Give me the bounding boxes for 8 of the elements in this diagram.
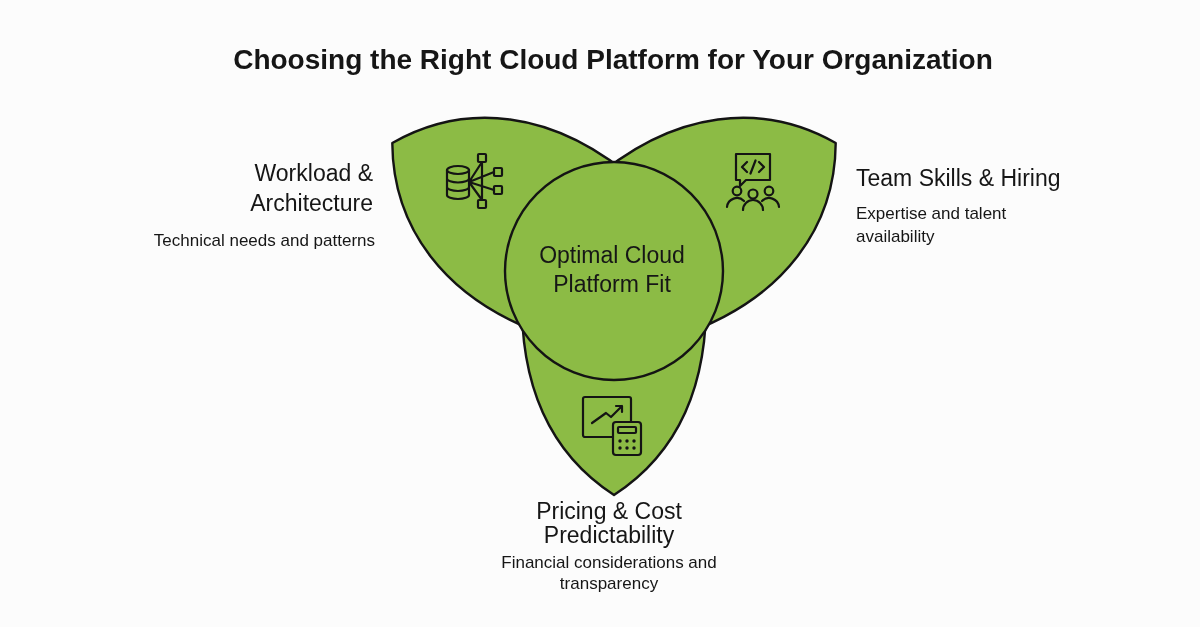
center-label: Optimal Cloud Platform Fit xyxy=(538,241,686,299)
factor-heading: Team Skills & Hiring xyxy=(856,164,1061,193)
title: Choosing the Right Cloud Platform for Your Organization xyxy=(233,43,993,77)
factor-heading: Workload & Architecture xyxy=(249,159,373,218)
factor-description: Financial considerations and transparency xyxy=(500,552,718,594)
factor-description: Technical needs and patterns xyxy=(153,230,375,252)
factor-heading: Pricing & Cost Predictability xyxy=(535,499,683,547)
factor-description: Expertise and talent availability xyxy=(856,203,1008,248)
